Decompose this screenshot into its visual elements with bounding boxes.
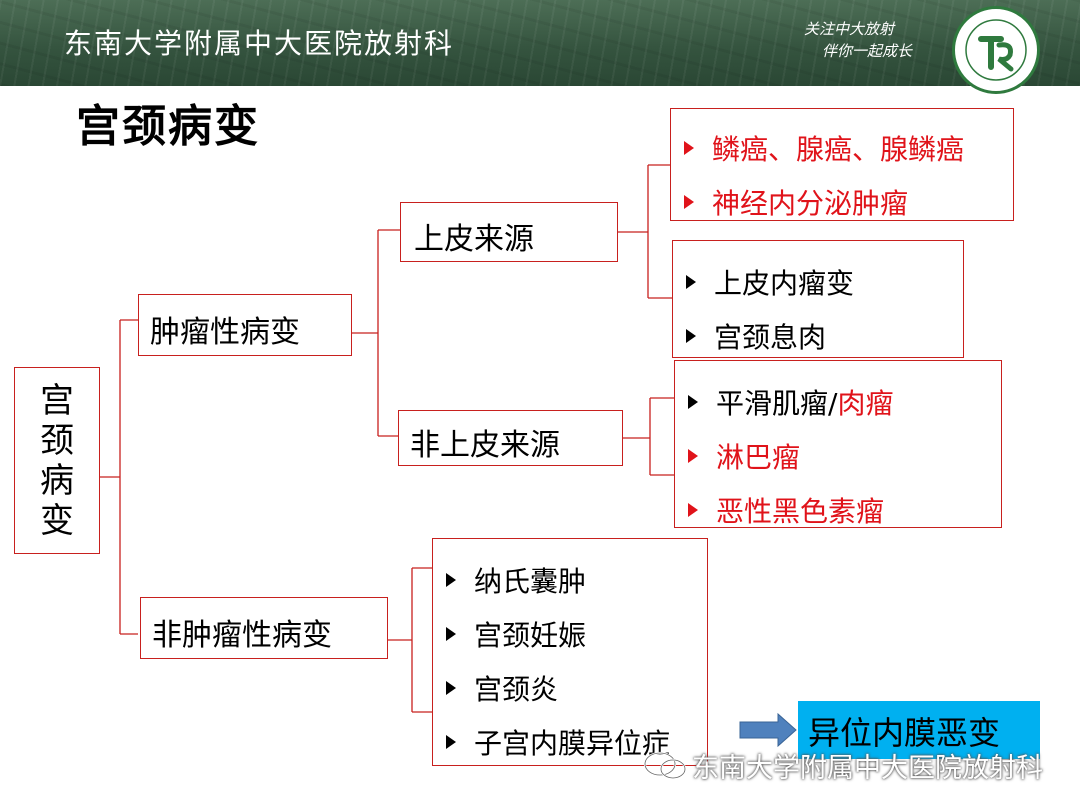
root-char: 病 [40,461,74,501]
wechat-icon [642,750,688,780]
root-char: 颈 [40,421,74,461]
non-epithelial-list: 平滑肌瘤/肉瘤 淋巴瘤 恶性黑色素瘤 [688,382,893,530]
list-item: 上皮内瘤变 [686,262,854,316]
list-item: 淋巴瘤 [688,436,893,490]
non-epithelial-label: 非上皮来源 [410,420,560,464]
list-item: 平滑肌瘤/肉瘤 [688,382,893,436]
result-arrow-icon [740,714,796,746]
epithelial-label: 上皮来源 [414,214,534,258]
root-node: 宫 颈 病 变 [14,367,100,554]
root-char: 宫 [40,381,74,421]
list-item: 子宫内膜异位症 [446,722,670,762]
malignant-epithelial-list: 鳞癌、腺癌、腺鳞癌 神经内分泌肿瘤 [684,128,964,222]
neoplastic-label: 肿瘤性病变 [150,307,300,351]
non-neoplastic-label: 非肿瘤性病变 [152,610,332,654]
list-item: 神经内分泌肿瘤 [684,182,964,222]
list-item: 纳氏囊肿 [446,560,670,614]
list-item: 恶性黑色素瘤 [688,490,893,530]
list-item: 宫颈妊娠 [446,614,670,668]
non-neoplastic-list: 纳氏囊肿 宫颈妊娠 宫颈炎 子宫内膜异位症 [446,560,670,762]
root-char: 变 [40,501,74,541]
list-item: 宫颈息肉 [686,316,854,356]
watermark-text: 东南大学附属中大医院放射科 [692,746,1043,785]
list-item: 宫颈炎 [446,668,670,722]
list-item: 鳞癌、腺癌、腺鳞癌 [684,128,964,182]
benign-epithelial-list: 上皮内瘤变 宫颈息肉 [686,262,854,356]
